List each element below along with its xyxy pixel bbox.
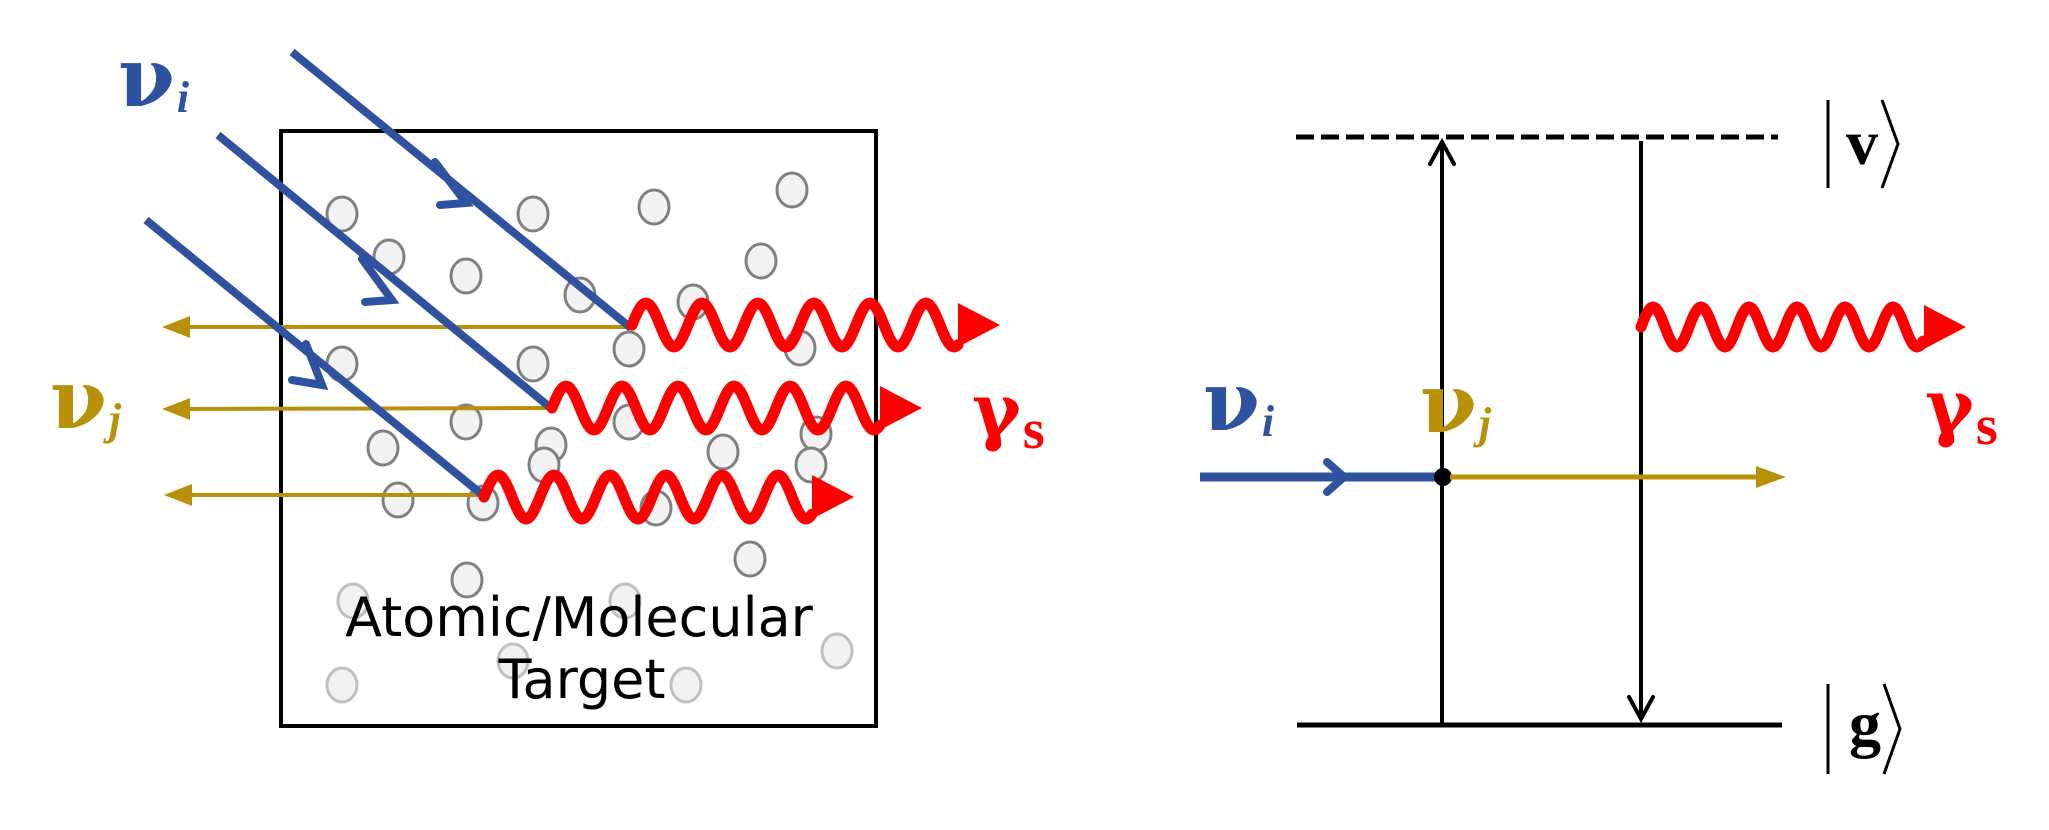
atom bbox=[612, 330, 646, 368]
arrowhead-right-icon bbox=[1756, 466, 1786, 488]
ground-state-label: g bbox=[1849, 688, 1881, 759]
atom bbox=[449, 403, 483, 441]
arrowhead-up-icon bbox=[1428, 137, 1456, 166]
atom bbox=[496, 642, 530, 680]
chevron-arrow-icon bbox=[431, 158, 474, 209]
target-label-line1: Atomic/Molecular bbox=[345, 586, 814, 649]
upper-state-ket: v bbox=[1826, 99, 1900, 189]
incident-neutrino-label: νi bbox=[118, 30, 190, 126]
incident-neutrino-label: νi bbox=[1203, 354, 1275, 450]
atom bbox=[450, 561, 484, 599]
atom bbox=[669, 666, 703, 704]
photon-wave-line bbox=[546, 380, 886, 436]
atom bbox=[449, 257, 483, 295]
atom bbox=[794, 446, 828, 484]
arrowhead-right-icon bbox=[1924, 305, 1966, 349]
photon-wave-line bbox=[478, 469, 818, 525]
atom bbox=[336, 582, 370, 620]
incident-neutrino-line-2 bbox=[215, 131, 555, 413]
incident-neutrino-lines bbox=[143, 48, 634, 501]
target-box bbox=[279, 129, 878, 728]
atom bbox=[366, 429, 400, 467]
photon-label: γs bbox=[972, 368, 1045, 461]
arrowhead-left-icon bbox=[164, 484, 192, 506]
photon-waves bbox=[478, 297, 1000, 525]
atom bbox=[637, 188, 671, 226]
ground-state-ket: g bbox=[1826, 683, 1902, 775]
left-panel: Atomic/Molecular Target νi νj bbox=[50, 30, 1045, 728]
atom bbox=[516, 195, 550, 233]
chevron-arrow-icon bbox=[1323, 458, 1351, 496]
arrowhead-right-icon bbox=[958, 303, 1000, 347]
incident-neutrino-line-1 bbox=[289, 48, 634, 332]
outgoing-neutrino-label: νj bbox=[1420, 356, 1492, 452]
photon-label: γs bbox=[1925, 364, 1998, 457]
outgoing-neutrino-arrows bbox=[162, 316, 630, 506]
outgoing-neutrino-label: νj bbox=[50, 352, 122, 448]
chevron-arrow-icon bbox=[288, 340, 329, 391]
atom bbox=[516, 345, 550, 383]
atoms-group bbox=[325, 171, 854, 704]
arrowhead-right-icon bbox=[812, 475, 854, 519]
photon-wave-line bbox=[1635, 301, 1929, 353]
outgoing-neutrino-arrow-2 bbox=[175, 406, 552, 411]
photon-wave bbox=[1635, 301, 1966, 353]
arrowhead-left-icon bbox=[162, 316, 190, 338]
target-label-line2: Target bbox=[497, 648, 665, 711]
atom bbox=[775, 171, 809, 209]
atom bbox=[608, 582, 642, 620]
atom bbox=[744, 242, 778, 280]
arrowhead-right-icon bbox=[880, 386, 922, 430]
atom bbox=[733, 540, 767, 578]
atom bbox=[820, 632, 854, 670]
chevron-arrow-icon bbox=[358, 255, 400, 306]
right-panel: νi νj γs v g bbox=[1200, 99, 1998, 775]
atom bbox=[706, 433, 740, 471]
atom bbox=[325, 195, 359, 233]
interaction-vertex bbox=[1434, 468, 1452, 486]
arrowhead-left-icon bbox=[162, 398, 190, 420]
atom bbox=[325, 666, 359, 704]
upper-state-label: v bbox=[1846, 107, 1878, 178]
atom bbox=[381, 481, 415, 519]
photon-wave-line bbox=[626, 297, 964, 353]
arrowhead-down-icon bbox=[1627, 695, 1655, 724]
